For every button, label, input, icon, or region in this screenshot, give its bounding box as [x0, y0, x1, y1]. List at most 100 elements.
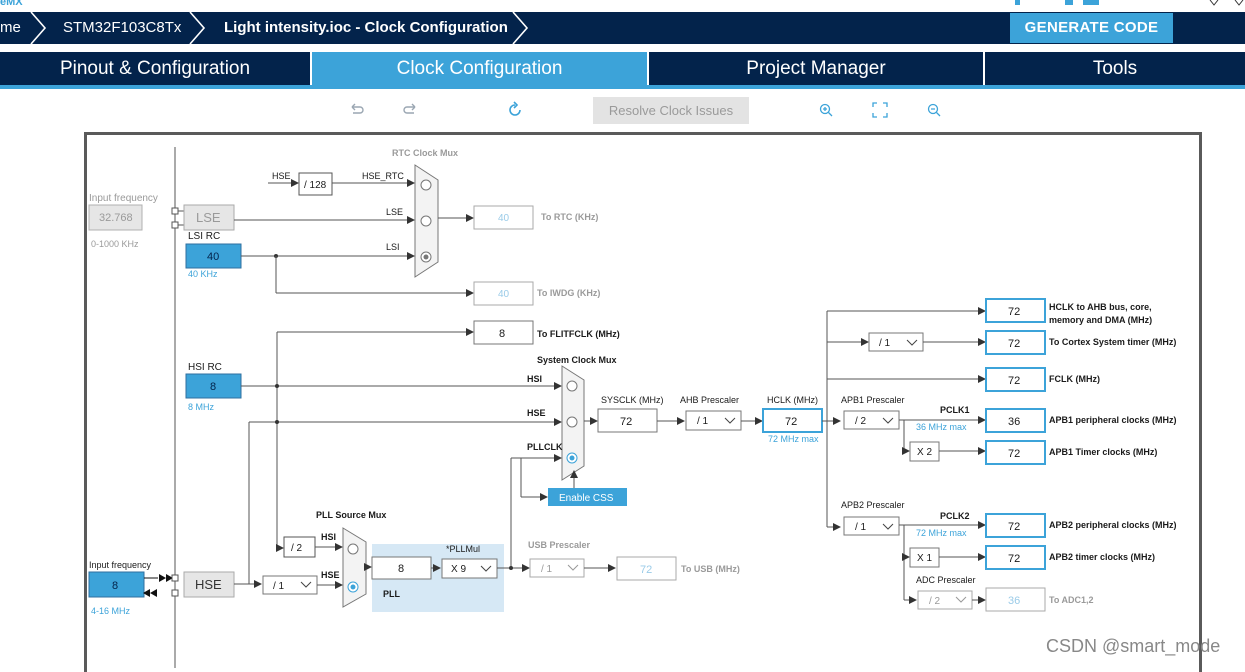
fit-screen-icon[interactable]	[872, 102, 888, 118]
tab-tools[interactable]: Tools	[985, 52, 1245, 85]
lse-block[interactable]	[183, 204, 235, 231]
apb1-timer-value: 72	[1008, 448, 1020, 460]
hclk-ahb-output[interactable]	[985, 298, 1046, 323]
usb-prescaler-select[interactable]	[529, 558, 585, 578]
pll-source-mux	[342, 527, 367, 608]
refresh-icon[interactable]	[506, 101, 524, 119]
hsi-title: HSI RC	[188, 362, 222, 373]
enable-css-label: Enable CSS	[559, 493, 614, 504]
zoom-out-icon[interactable]	[926, 102, 942, 118]
clock-outputs: 72 HCLK to AHB bus, core, memory and DMA…	[985, 298, 1177, 612]
cortex-timer-output[interactable]	[985, 330, 1046, 355]
cortex-timer-div: / 1	[879, 338, 891, 349]
hclk-ahb-value: 72	[1008, 306, 1020, 318]
apb2-peripheral-label: APB2 peripheral clocks (MHz)	[1049, 520, 1177, 530]
chevron-down-icon	[724, 417, 736, 424]
adc-prescaler-select[interactable]	[917, 590, 973, 610]
fclk-label: FCLK (MHz)	[1049, 374, 1100, 384]
hse-input-field[interactable]	[88, 571, 145, 598]
pllmul-value: X 9	[451, 564, 466, 575]
tab-pinout[interactable]: Pinout & Configuration	[0, 52, 310, 85]
cortex-timer-label: To Cortex System timer (MHz)	[1049, 337, 1176, 347]
hclk-max: 72 MHz max	[768, 434, 819, 444]
rtc-mux-radio-hse[interactable]	[420, 179, 432, 191]
lse-input-field[interactable]	[88, 204, 143, 231]
lse-input-caption: Input frequency	[89, 193, 158, 204]
hse-input-range: 4-16 MHz	[91, 606, 131, 616]
rtc-mux-radio-lse[interactable]	[420, 215, 432, 227]
zoom-in-icon[interactable]	[818, 102, 834, 118]
lsi-value: 40	[207, 251, 219, 263]
apb1-timer-output[interactable]	[985, 440, 1046, 465]
fclk-output[interactable]	[985, 367, 1046, 392]
sys-mux-hse-label: HSE	[527, 408, 546, 418]
resolve-clock-issues-button[interactable]: Resolve Clock Issues	[593, 97, 749, 124]
lsi-block	[185, 243, 242, 269]
usb-output-field[interactable]	[616, 556, 677, 581]
flitfclk-label: To FLITFCLK (MHz)	[537, 329, 620, 339]
iwdg-output-field[interactable]	[473, 281, 534, 306]
rtc-hse-label: HSE	[272, 171, 291, 181]
apb2-prescaler-title: APB2 Prescaler	[841, 500, 905, 510]
fclk-value: 72	[1008, 375, 1020, 387]
hse-div128-box	[298, 172, 333, 196]
rtc-hse-rtc-label: HSE_RTC	[362, 171, 404, 181]
adc-output[interactable]	[985, 587, 1046, 612]
pclk2-label: PCLK2	[940, 511, 970, 521]
chevron-down-icon	[955, 596, 967, 603]
sysclk-value: 72	[620, 416, 632, 428]
lsi-title: LSI RC	[188, 231, 220, 242]
pll-src-radio-hsi[interactable]	[347, 543, 359, 555]
hclk-value: 72	[785, 416, 797, 428]
lse-label: LSE	[196, 210, 221, 225]
redo-icon[interactable]	[402, 102, 418, 118]
usb-output-value: 72	[640, 564, 652, 576]
sys-mux-radio-hse[interactable]	[566, 416, 578, 428]
flitfclk-value: 8	[499, 328, 505, 340]
tab-clock-configuration[interactable]: Clock Configuration	[312, 52, 647, 85]
apb1-peripheral-output[interactable]	[985, 408, 1046, 433]
apb2-timer-output[interactable]	[985, 545, 1046, 570]
tab-project-manager[interactable]: Project Manager	[649, 52, 983, 85]
main-tabs: Pinout & Configuration Clock Configurati…	[0, 52, 1245, 85]
hse-block[interactable]	[183, 571, 235, 598]
pclk2-max: 72 MHz max	[916, 528, 967, 538]
sys-mux-radio-hsi[interactable]	[566, 380, 578, 392]
rtc-mux-title: RTC Clock Mux	[392, 148, 458, 158]
chevron-right-icon	[30, 12, 47, 44]
apb1-peripheral-value: 36	[1008, 416, 1020, 428]
pll-label: PLL	[383, 589, 401, 599]
pll-div2: / 2	[291, 543, 303, 554]
cortex-timer-value: 72	[1008, 338, 1020, 350]
chevron-right-icon	[189, 12, 206, 44]
hclk-ahb-label2: memory and DMA (MHz)	[1049, 315, 1152, 325]
breadcrumb-bar: me STM32F103C8Tx Light intensity.ioc - C…	[0, 12, 1245, 44]
breadcrumb-mcu[interactable]: STM32F103C8Tx	[63, 19, 182, 36]
rtc-lse-label: LSE	[386, 207, 403, 217]
apb2-prescaler-select[interactable]	[843, 516, 900, 536]
sysclk-title: SYSCLK (MHz)	[601, 395, 664, 405]
breadcrumb-home[interactable]: me	[0, 19, 21, 36]
iwdg-output-label: To IWDG (KHz)	[537, 288, 600, 298]
chevron-down-icon	[300, 581, 312, 588]
apb1-timer-x2: X 2	[917, 447, 932, 458]
hclk-title: HCLK (MHz)	[767, 395, 818, 405]
ahb-prescaler-value: / 1	[697, 416, 709, 427]
lsi-unit: 40 KHz	[188, 269, 218, 279]
chevron-down-icon	[567, 564, 579, 571]
rtc-output-field[interactable]	[473, 205, 534, 230]
usb-prescaler-title: USB Prescaler	[528, 540, 591, 550]
hse-prediv-select[interactable]	[262, 575, 318, 595]
breadcrumb-file[interactable]: Light intensity.ioc - Clock Configuratio…	[224, 19, 508, 36]
pll-input-value: 8	[398, 563, 404, 575]
app-logo-fragment: eMX	[0, 0, 23, 8]
apb2-timer-label: APB2 timer clocks (MHz)	[1049, 552, 1155, 562]
generate-code-button[interactable]: GENERATE CODE	[1010, 13, 1173, 43]
chevron-down-icon	[882, 523, 894, 530]
apb2-peripheral-output[interactable]	[985, 513, 1046, 538]
undo-icon[interactable]	[349, 102, 365, 118]
enable-css-button[interactable]	[548, 488, 627, 506]
flitfclk-output-field[interactable]	[473, 320, 534, 345]
hse-label: HSE	[195, 577, 222, 592]
